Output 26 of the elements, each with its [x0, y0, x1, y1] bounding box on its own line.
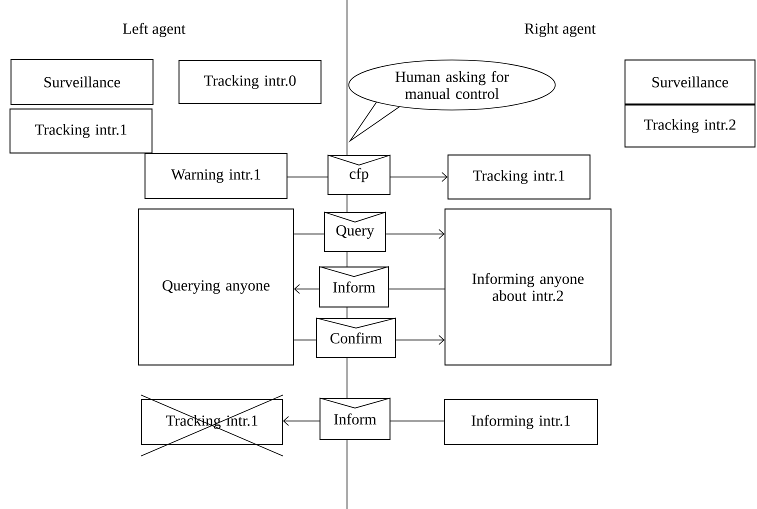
connector: [396, 335, 445, 345]
agent-label: Right agent: [524, 22, 596, 38]
connector: [388, 288, 445, 290]
connector: [390, 172, 448, 182]
process-box: Informing intr.1: [444, 399, 598, 445]
process-box: Informing anyone about intr.2: [444, 208, 612, 366]
message-envelope: Confirm: [316, 318, 396, 358]
message-envelope: Inform: [319, 398, 391, 440]
message-envelope: cfp: [327, 154, 391, 195]
connector: [390, 420, 444, 422]
connector: [386, 229, 445, 239]
process-box: Tracking intr.1: [448, 154, 590, 200]
process-box: Tracking intr.1: [10, 108, 152, 154]
agent-label: Left agent: [122, 22, 186, 38]
process-box: Querying anyone: [138, 208, 294, 366]
process-box: Surveillance: [624, 60, 756, 104]
process-box: Tracking intr.0: [178, 60, 322, 104]
process-box: Warning intr.1: [144, 153, 288, 199]
message-envelope: Query: [324, 212, 386, 252]
speech-bubble: Human asking for manual control: [348, 60, 556, 143]
connector: [287, 176, 328, 178]
message-envelope: Inform: [318, 266, 390, 308]
connector: [282, 416, 320, 426]
process-box: Surveillance: [10, 59, 154, 105]
connector: [294, 284, 320, 294]
process-box: Tracking intr.2: [624, 104, 756, 148]
